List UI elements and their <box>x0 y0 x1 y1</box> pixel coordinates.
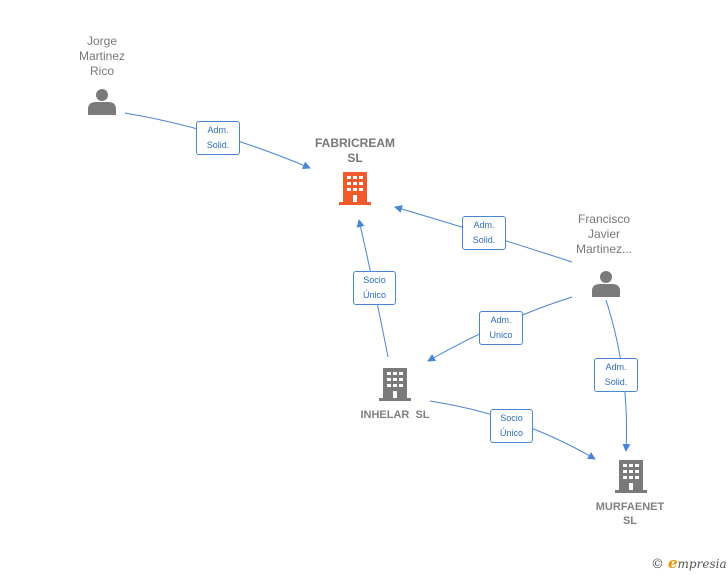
node-label-jorge[interactable]: Jorge Martinez Rico <box>62 34 142 79</box>
edge-label-inhelar-fabricream: Socio Único <box>353 271 396 305</box>
node-label-line: Martinez... <box>575 242 632 256</box>
node-label-line: FABRICREAM <box>315 136 395 150</box>
edge-label-line: Socio <box>500 413 523 423</box>
node-label-line: Francisco <box>577 212 630 226</box>
node-label-francisco[interactable]: Francisco Javier Martinez... <box>558 212 650 257</box>
node-label-murfaenet[interactable]: MURFAENET SL <box>580 500 680 528</box>
node-label-line: SL <box>347 151 363 165</box>
edge-label-line: Adm. <box>490 315 512 325</box>
node-label-fabricream[interactable]: FABRICREAM SL <box>300 136 410 166</box>
edge-label-francisco-murfaenet: Adm. Solid. <box>594 358 638 392</box>
edge-label-line: Adm. <box>473 220 495 230</box>
person-icon <box>592 271 620 297</box>
edge-label-line: Unico <box>489 330 513 340</box>
brand-initial: e <box>668 554 678 572</box>
copyright-icon: © <box>651 557 664 572</box>
node-label-line: Javier <box>587 227 620 241</box>
building-icon <box>379 368 411 401</box>
edge-label-line: Único <box>499 428 523 438</box>
edge-label-jorge-fabricream: Adm. Solid. <box>196 121 240 155</box>
building-icon <box>339 172 371 205</box>
edge-label-line: Socio <box>363 275 386 285</box>
edge-label-line: Único <box>362 290 386 300</box>
edge-label-line: Solid. <box>472 235 496 245</box>
node-label-line: Jorge <box>86 34 118 48</box>
edge-label-line: Adm. <box>207 125 229 135</box>
edge-label-line: Adm. <box>605 362 627 372</box>
brand-name: mpresia <box>677 557 727 571</box>
node-label-inhelar[interactable]: INHELAR SL <box>343 408 447 422</box>
node-label-line: Rico <box>89 64 114 78</box>
node-label-line: MURFAENET <box>595 501 665 513</box>
edge-label-line: Solid. <box>604 377 628 387</box>
edge-label-francisco-inhelar: Adm. Unico <box>479 311 523 345</box>
node-label-line: Martinez <box>78 49 125 63</box>
person-icon <box>88 89 116 115</box>
edge-label-inhelar-murfaenet: Socio Único <box>490 409 533 443</box>
node-label-line: SL <box>622 515 638 527</box>
building-icon <box>615 460 647 493</box>
node-label-line: INHELAR SL <box>360 409 430 421</box>
edge-label-line: Solid. <box>206 140 230 150</box>
edge-label-francisco-fabricream: Adm. Solid. <box>462 216 506 250</box>
empresia-logo[interactable]: © empresia <box>651 554 727 572</box>
